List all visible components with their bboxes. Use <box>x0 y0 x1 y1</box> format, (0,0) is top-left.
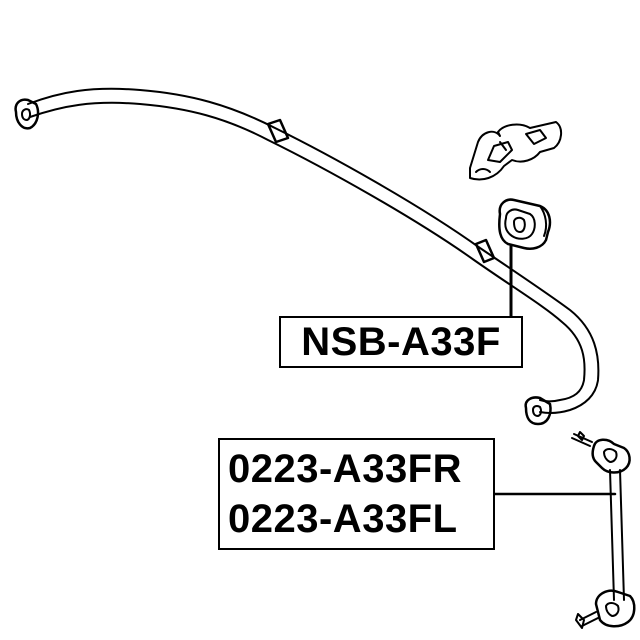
link-part-number-right: 0223-A33FR <box>228 447 463 491</box>
bracket <box>469 121 562 181</box>
stabilizer-bar <box>14 87 600 426</box>
link-part-numbers-label: 0223-A33FR 0223-A33FL <box>218 438 495 550</box>
stabilizer-link <box>571 431 636 629</box>
bushing <box>498 198 552 250</box>
link-part-number-left: 0223-A33FL <box>228 497 458 541</box>
bushing-part-number-label: NSB-A33F <box>279 316 523 368</box>
